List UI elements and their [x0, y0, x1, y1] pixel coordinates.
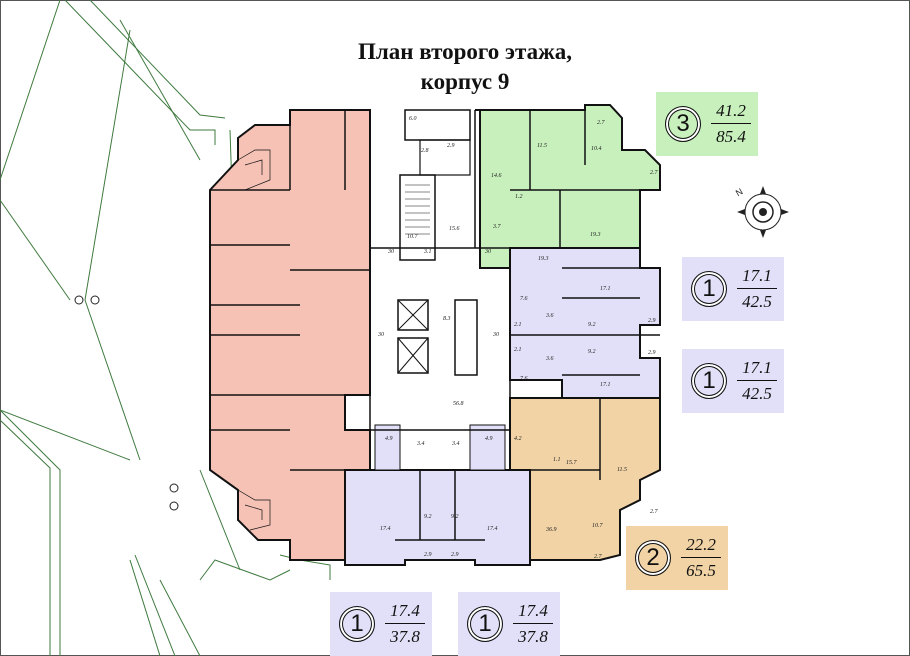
- room-area-label: 1.1: [553, 457, 561, 463]
- room-area-label: 2.9: [424, 552, 432, 558]
- rooms-circle: 3: [665, 106, 701, 142]
- room-area-label: 1.2: [515, 194, 523, 200]
- room-area-label: 9.2: [424, 514, 432, 520]
- room-area-label: 3.4: [416, 440, 425, 447]
- unit-three-room: [475, 104, 661, 269]
- room-area-label: 11.5: [537, 143, 547, 149]
- room-area-label: 3.7: [492, 224, 502, 230]
- room-area-label: 10.7: [407, 234, 419, 240]
- room-area-label: 30: [492, 332, 499, 338]
- room-area-label: 4.2: [514, 435, 522, 442]
- room-area-label: 8.3: [443, 316, 451, 322]
- unit-one-room-south: [344, 424, 531, 566]
- room-area-label: 4.9: [485, 435, 493, 442]
- room-area-label: 17.4: [380, 525, 391, 532]
- rooms-circle: 1: [339, 606, 375, 642]
- room-area-label: 2.7: [650, 170, 659, 176]
- room-area-label: 2.7: [597, 120, 606, 126]
- room-area-label: 17.1: [600, 286, 611, 292]
- room-area-label: 17.1: [600, 382, 611, 388]
- room-area-label: 2.9: [648, 318, 656, 324]
- lamp-post-icon: [74, 295, 179, 511]
- room-area-labels: 6.0 2.8 2.9 2.7 11.5 10.4 2.7 14.6 1.2 3.7 19.3 19.…: [377, 116, 659, 560]
- room-area-label: 3.6: [545, 313, 554, 319]
- room-area-label: 2.9: [447, 143, 455, 149]
- room-area-label: 19.3: [590, 232, 601, 238]
- room-area-label: 10.4: [591, 145, 602, 152]
- rooms-circle: 1: [467, 606, 503, 642]
- room-area-label: 30: [484, 249, 491, 255]
- rooms-circle: 1: [691, 363, 727, 399]
- room-area-label: 19.3: [538, 256, 549, 262]
- room-area-label: 3.4: [451, 440, 460, 447]
- room-area-label: 2.7: [650, 509, 659, 515]
- room-area-label: 14.6: [491, 172, 502, 179]
- room-area-label: 2.7: [594, 554, 603, 560]
- room-area-label: 11.5: [617, 467, 627, 473]
- stair-detail: [237, 149, 271, 531]
- room-area-label: 30: [387, 249, 394, 255]
- compass-north-label: N: [734, 186, 745, 198]
- room-area-label: 2.1: [514, 347, 522, 353]
- page-title: План второго этажа,: [358, 39, 572, 64]
- room-area-label: 30: [377, 332, 384, 338]
- rooms-circle: 2: [635, 540, 671, 576]
- room-area-label: 9.2: [451, 514, 459, 520]
- room-area-label: 3.6: [545, 356, 554, 362]
- room-area-label: 2.1: [514, 322, 522, 328]
- common-core: [369, 109, 511, 431]
- room-area-label: 9.2: [588, 349, 596, 355]
- room-area-label: 10.7: [592, 523, 604, 529]
- room-area-label: 3.1: [423, 249, 432, 255]
- room-area-label: 9.2: [588, 322, 596, 328]
- room-area-label: 2.9: [648, 350, 656, 356]
- room-area-label: 7.6: [520, 376, 528, 382]
- rooms-circle: 1: [691, 271, 727, 307]
- compass-icon: N: [734, 186, 789, 238]
- room-area-label: 17.4: [487, 525, 498, 532]
- terrace-outline: [0, 0, 331, 656]
- interior-walls: [210, 110, 660, 541]
- room-area-label: 15.7: [566, 460, 578, 466]
- room-area-label: 15.6: [449, 226, 460, 232]
- room-area-label: 4.9: [385, 435, 393, 442]
- room-area-label: 36.9: [545, 527, 557, 533]
- room-area-label: 6.0: [409, 116, 417, 122]
- room-area-label: 56.8: [453, 401, 464, 407]
- room-area-label: 7.6: [520, 296, 528, 302]
- room-area-label: 2.8: [421, 148, 429, 154]
- room-area-label: 2.9: [451, 552, 459, 558]
- page-subtitle: корпус 9: [420, 69, 510, 94]
